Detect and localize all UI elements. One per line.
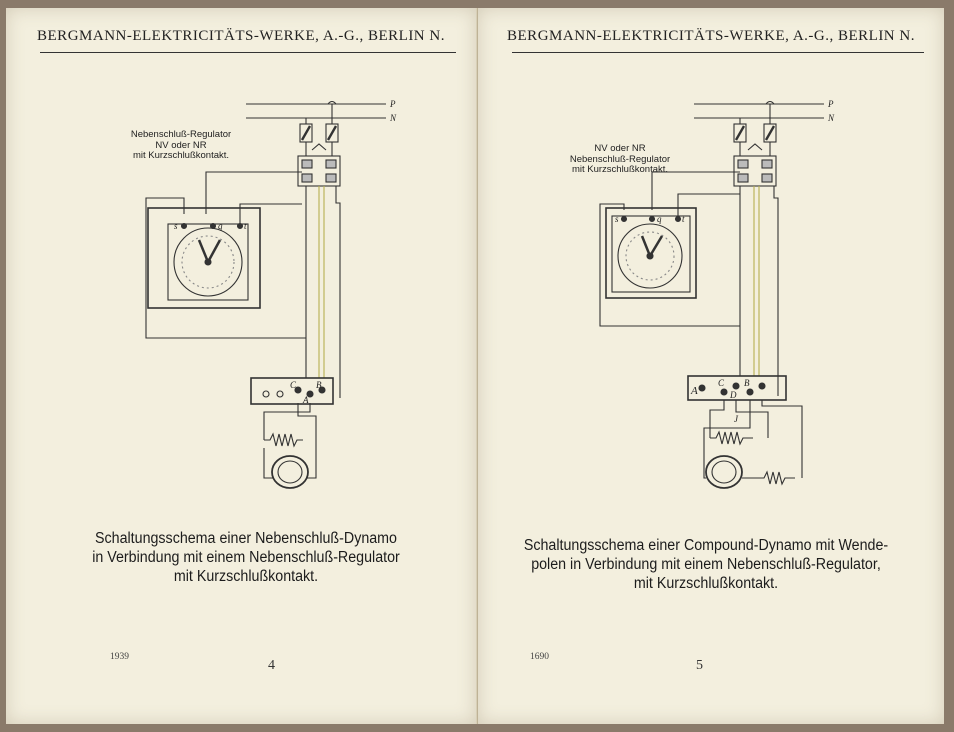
terminal-label-a: A <box>690 385 698 397</box>
line-label-p: P <box>389 99 396 109</box>
line-label-n: N <box>389 113 397 123</box>
shunt-dynamo-wiring-diagram: P N s q t C B A <box>145 99 397 489</box>
dial-label-t: t <box>244 221 247 231</box>
line-label-p: P <box>827 99 834 109</box>
figure-caption: Schaltungsschema einer Compound-Dynamo m… <box>523 537 889 592</box>
terminal-label-b: B <box>316 380 322 390</box>
right-page: BERGMANN-ELEKTRICITÄTS-WERKE, A.-G., BER… <box>478 8 944 724</box>
header-rule <box>512 52 924 53</box>
terminal-label-j: J <box>734 414 739 424</box>
regulator-label: Nebenschluß-Regulator NV oder NR mit Kur… <box>130 129 232 161</box>
page-header: BERGMANN-ELEKTRICITÄTS-WERKE, A.-G., BER… <box>37 28 445 44</box>
page-number: 5 <box>696 658 703 673</box>
page-header: BERGMANN-ELEKTRICITÄTS-WERKE, A.-G., BER… <box>507 28 915 44</box>
page-number: 4 <box>268 658 275 673</box>
print-mark: 1690 <box>530 652 549 662</box>
terminal-label-b: B <box>744 378 750 388</box>
dial-label-t: t <box>682 214 685 224</box>
figure-caption: Schaltungsschema einer Nebenschluß-Dynam… <box>92 530 400 585</box>
line-label-n: N <box>827 113 835 123</box>
regulator-label: NV oder NR Nebenschluß-Regulator mit Kur… <box>569 143 671 175</box>
compound-dynamo-wiring-diagram: P N s q t A C D B J <box>599 99 835 489</box>
terminal-label-c: C <box>718 378 725 388</box>
terminal-label-c: C <box>290 380 297 390</box>
header-rule <box>40 52 456 53</box>
terminal-label-d: D <box>729 390 737 400</box>
left-page: BERGMANN-ELEKTRICITÄTS-WERKE, A.-G., BER… <box>6 8 477 724</box>
dial-label-q: q <box>657 214 662 224</box>
book-gutter <box>474 8 480 724</box>
dial-label-s: s <box>615 214 619 224</box>
terminal-label-a: A <box>302 395 309 405</box>
dial-label-s: s <box>174 221 178 231</box>
print-mark: 1939 <box>110 652 129 662</box>
dial-label-q: q <box>218 221 223 231</box>
